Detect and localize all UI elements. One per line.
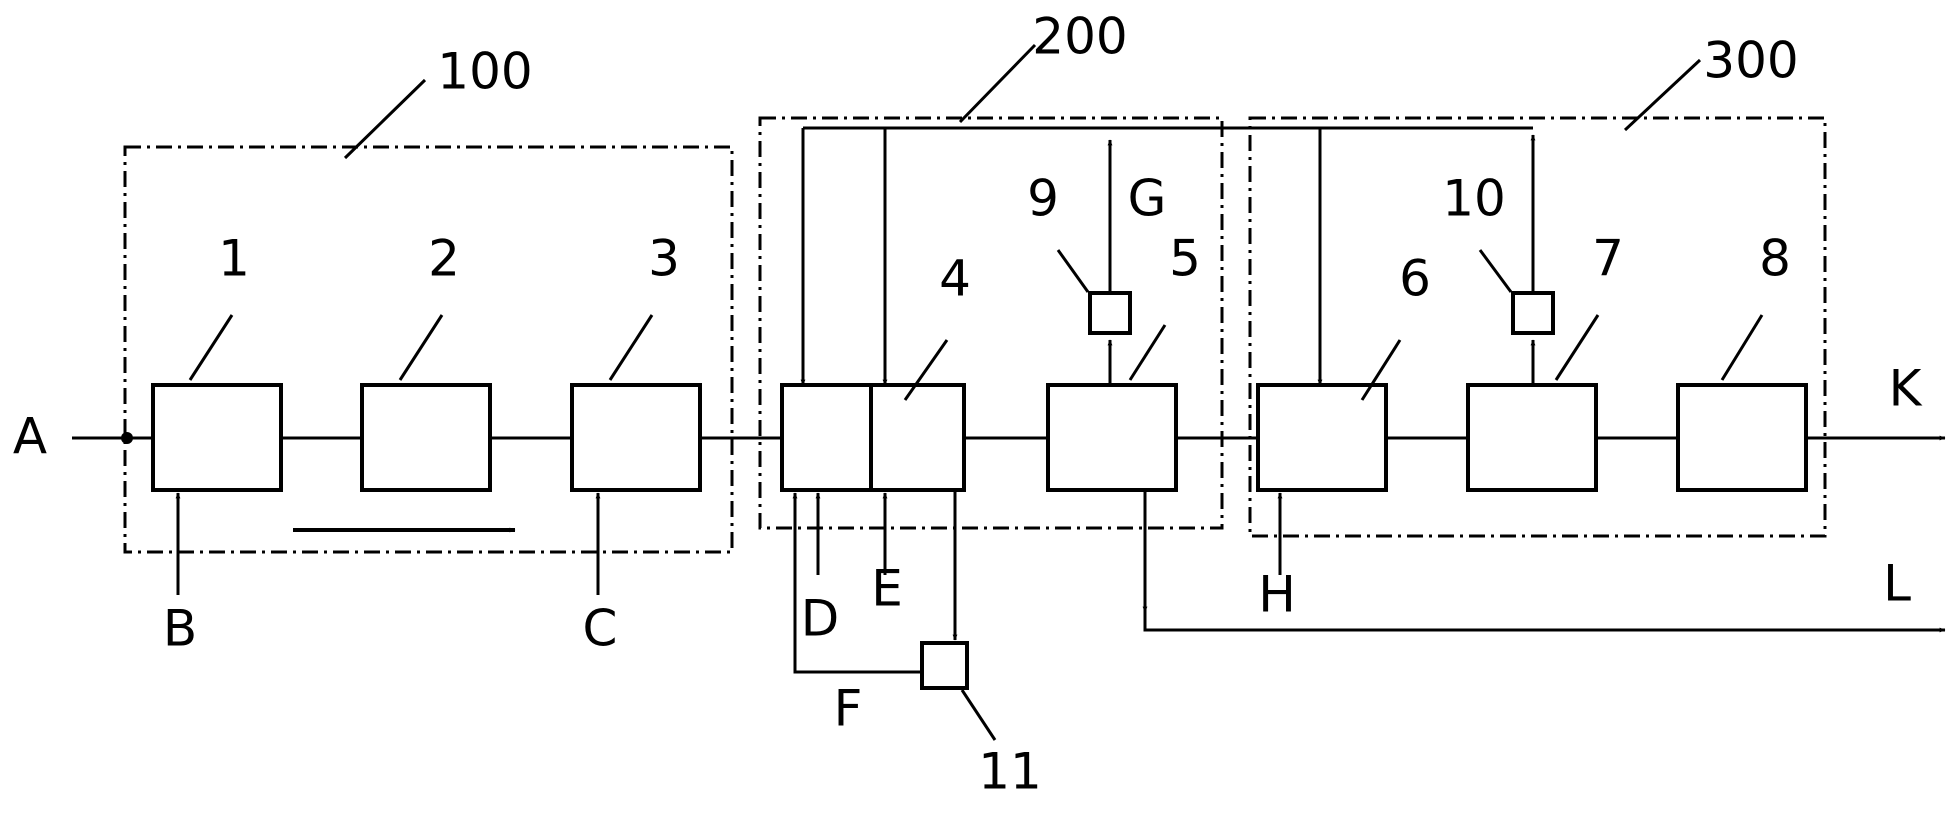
unit-6-label: 6 [1399,250,1431,308]
stream-e-label: E [871,560,903,618]
group-300-leader [1623,58,1702,132]
unit-9-leader [1056,249,1090,293]
stream-f-label: F [834,680,863,738]
unit-2-box [360,383,492,492]
unit-5-box [1046,383,1178,492]
unit-2-leader [398,314,444,381]
unit-11-box [920,641,969,690]
unit-11-leader [960,689,997,741]
unit-3-leader [608,314,654,381]
group-200-leader [958,43,1037,124]
unit-11-label: 11 [978,743,1042,801]
unit-3-box [570,383,702,492]
group-300-boundary [1248,116,1827,538]
unit-3-label: 3 [648,230,680,288]
unit-1-label: 1 [218,230,250,288]
stream-b-label: B [163,600,197,658]
unit-10-box [1511,291,1555,335]
unit-4-label: 4 [939,250,971,308]
unit-8-leader [1720,314,1764,381]
stream-c-label: C [583,600,618,658]
unit-7-leader [1554,314,1600,381]
unit-9-label: 9 [1027,170,1059,228]
unit-6-leader [1360,339,1402,401]
stream-h-label: H [1258,566,1296,624]
group-300-label: 300 [1703,32,1798,90]
stream-l-line [1143,490,1946,633]
unit-10-label: 10 [1442,170,1506,228]
unit-6-box [1256,383,1388,492]
unit-7-box [1466,383,1598,492]
stream-k-label: K [1889,360,1923,418]
unit-8-box [1676,383,1808,492]
unit-4-leader [903,339,949,401]
unit-2-label: 2 [428,230,460,288]
stream-d-label: D [801,590,840,648]
group-100-leader [343,78,427,160]
unit-8-label: 8 [1759,230,1791,288]
group-200-boundary [758,116,1224,530]
stream-f-loop [792,492,922,674]
stream-g-label: G [1128,170,1167,228]
stream-l-label: L [1883,555,1911,613]
unit-1-box [151,383,283,492]
unit-5-label: 5 [1169,230,1201,288]
group-100-label: 100 [437,43,532,101]
unit-9-box [1088,291,1132,335]
unit-5-leader [1128,324,1167,381]
group-200-label: 200 [1032,8,1127,66]
inlet-junction-dot [121,432,133,444]
unit-7-label: 7 [1592,230,1624,288]
unit-10-leader [1478,249,1513,293]
unit-1-leader [188,314,234,381]
group-100-boundary [123,145,734,554]
stream-a-label: A [13,408,47,466]
